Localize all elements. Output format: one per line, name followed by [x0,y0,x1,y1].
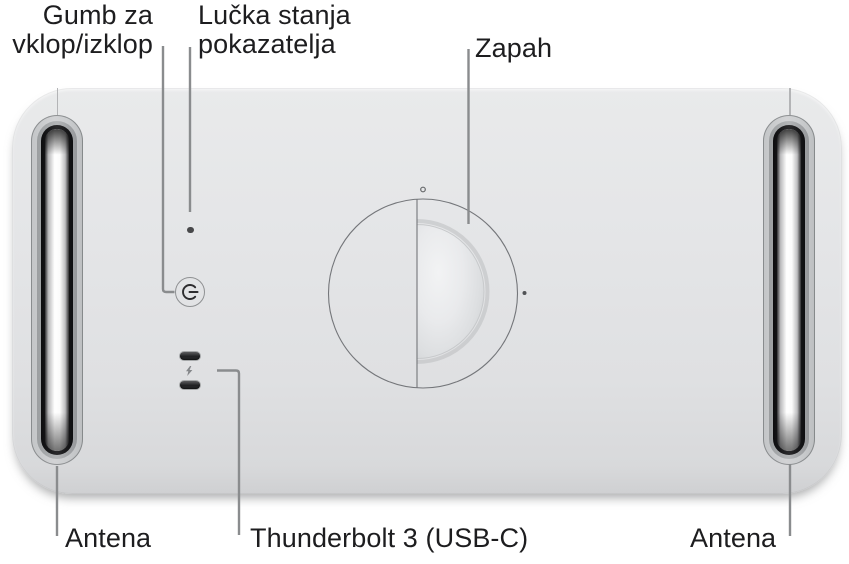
label-antenna-right: Antena [690,523,777,553]
latch-dial [327,186,527,389]
label-latch: Zapah [475,33,553,63]
antenna-left [31,115,83,465]
chassis-seam-left [56,88,58,116]
latch-handle-half-disc [416,223,485,360]
label-thunderbolt: Thunderbolt 3 (USB-C) [250,523,529,553]
antenna-left-gloss [45,129,69,451]
latch-circle-outline [327,198,519,389]
label-status-light-line1: Lučka stanja [198,0,351,30]
latch-unlock-marker-icon [420,186,426,193]
callout-line-power-button [161,46,175,294]
power-icon [182,284,199,300]
callout-line-thunderbolt [217,369,241,535]
antenna-right [763,115,815,465]
latch-lock-marker-icon [522,291,527,295]
label-power-button-line2: vklop/izklop [12,29,153,59]
label-status-light: Lučka stanja pokazatelja [198,1,351,59]
thunderbolt-port-2 [180,380,200,389]
label-power-button: Gumb za vklop/izklop [0,1,153,59]
status-light-led [187,226,194,233]
thunderbolt-port-1 [180,351,200,360]
power-button [175,277,205,307]
label-antenna-left: Antena [65,523,152,553]
latch-handle-groove [416,219,490,364]
antenna-right-gloss [777,129,801,451]
chassis-seam-right [789,88,791,116]
thunderbolt-icon [186,366,193,376]
label-status-light-line2: pokazatelja [198,29,336,59]
label-power-button-line1: Gumb za [42,0,153,30]
